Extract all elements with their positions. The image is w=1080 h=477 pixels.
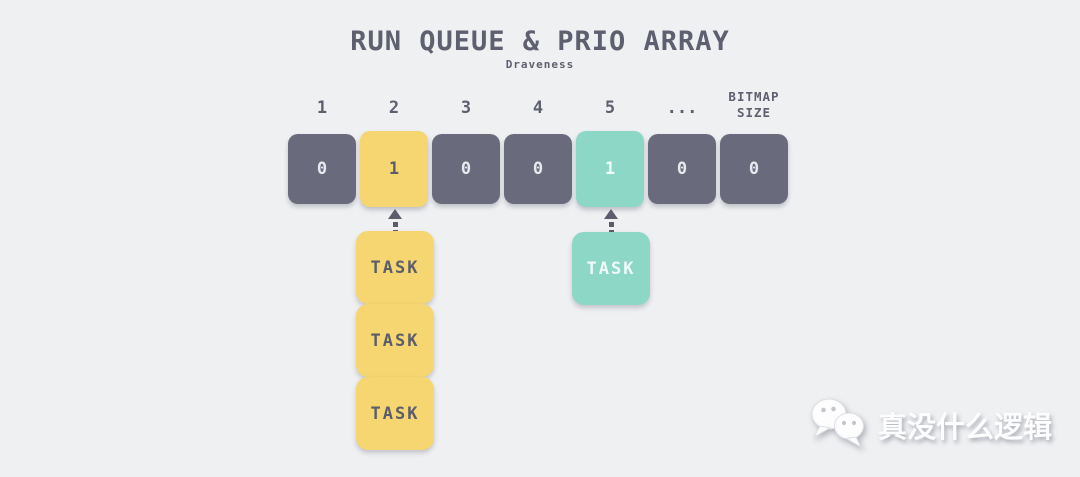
column-header-3: 3 [460, 98, 472, 118]
column-header-ellipsis: ... [666, 98, 698, 118]
task-box: TASK [356, 231, 434, 304]
column-header-4: 4 [532, 98, 544, 118]
arrow-head [604, 209, 618, 219]
arrow-head [388, 209, 402, 219]
task-box: TASK [356, 304, 434, 377]
column-header-1: 1 [316, 98, 328, 118]
arrow-dash [608, 222, 614, 227]
bitmap-label-line2: SIZE [736, 105, 772, 120]
task-box: TASK [356, 377, 434, 450]
bitmap-cell-5: 1 [576, 131, 644, 207]
diagram-title: RUN QUEUE & PRIO ARRAY [350, 26, 730, 57]
bitmap-cell-2: 1 [360, 131, 428, 207]
column-header-2: 2 [388, 98, 400, 118]
bitmap-cell-4: 0 [504, 134, 572, 204]
arrow-dash [392, 222, 398, 227]
bitmap-label-line1: BITMAP [728, 89, 780, 104]
bitmap-cell-3: 0 [432, 134, 500, 204]
bitmap-cell-1: 0 [288, 134, 356, 204]
column-header-bitmap-size: BITMAP SIZE [716, 89, 792, 121]
bitmap-cell-bitmap-size: 0 [720, 134, 788, 204]
watermark: 真没什么逻辑 [808, 395, 1052, 455]
task-box: TASK [572, 232, 650, 305]
wechat-icon [808, 395, 872, 455]
watermark-text: 真没什么逻辑 [877, 410, 1052, 444]
diagram-subtitle: Draveness [505, 58, 575, 71]
bitmap-cell-ellipsis: 0 [648, 134, 716, 204]
column-header-5: 5 [604, 98, 616, 118]
